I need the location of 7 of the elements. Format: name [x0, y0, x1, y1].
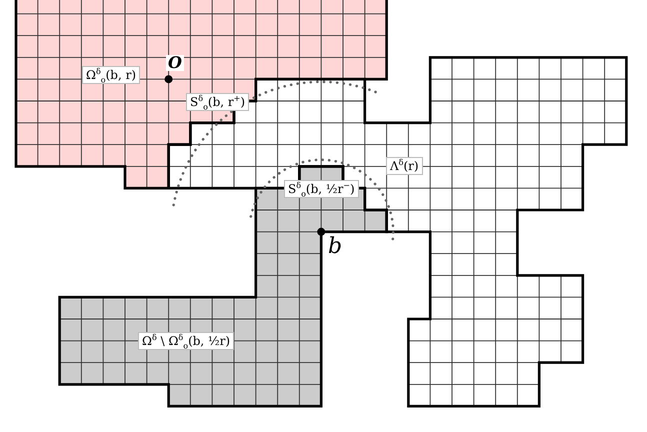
- region-label: Λ$^{δ}$(r): [386, 157, 423, 175]
- region-label: Ω$^{δ}$$_{o}$(b, r): [82, 66, 140, 84]
- point-label: b: [328, 236, 342, 258]
- boundary-label: S$^{δ}$$_{o}$(b, ½r$^{−}$): [284, 180, 359, 198]
- boundary-label: S$^{δ}$$_{o}$(b, r$^{+}$): [186, 93, 250, 111]
- region-label: Ω$^{δ}$ \ Ω$^{δ}$$_{o}$(b, ½r): [138, 332, 234, 350]
- point-label: O: [166, 55, 184, 71]
